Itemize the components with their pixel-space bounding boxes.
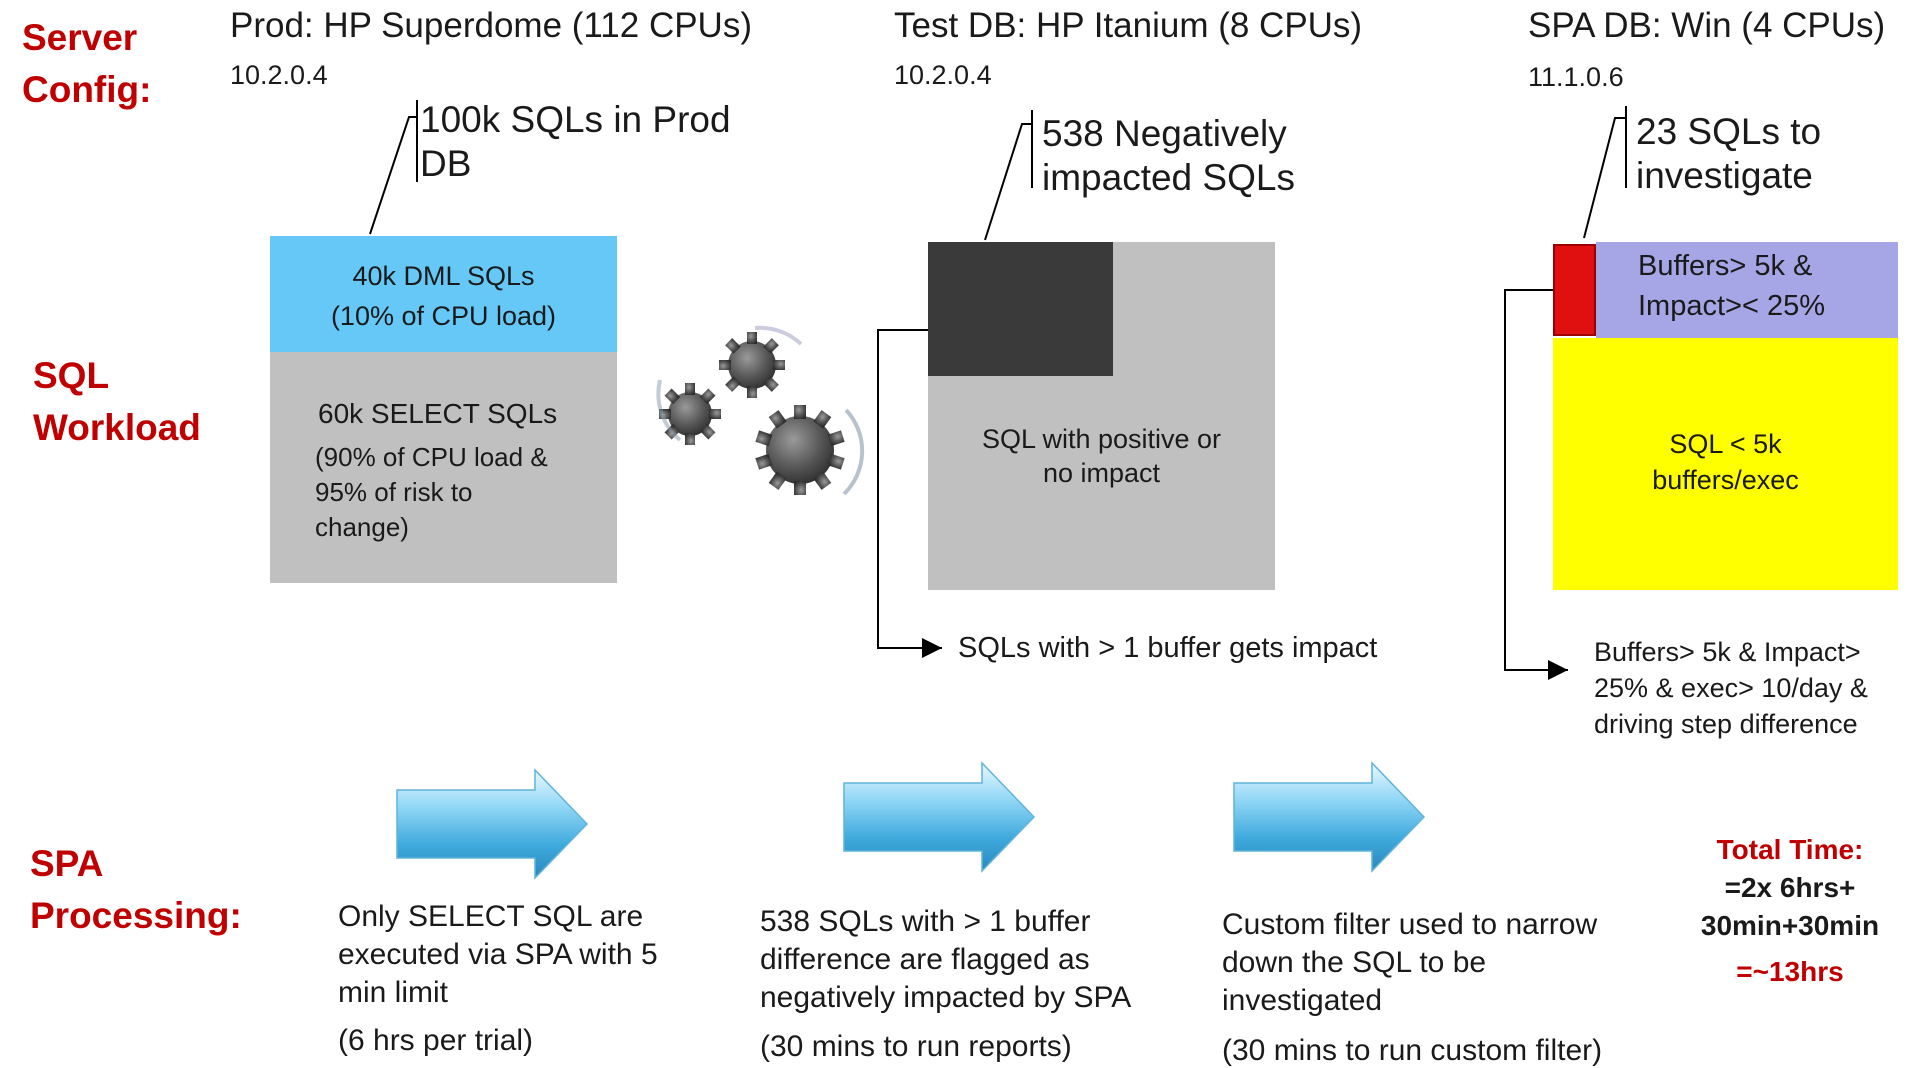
server-config-label: Server Config: (22, 17, 152, 110)
test-note-connector (877, 329, 942, 658)
select-sqls-detail: (90% of CPU load & 95% of risk to change… (315, 442, 548, 542)
select-sqls-box: 60k SELECT SQLs (90% of CPU load & 95% o… (270, 352, 617, 583)
total-time-label: Total Time: (1716, 834, 1864, 865)
spa-version: 11.1.0.6 (1528, 62, 1624, 92)
yellow-box-label: SQL < 5k buffers/exec (1652, 429, 1799, 495)
spa-note: Buffers> 5k & Impact> 25% & exec> 10/day… (1594, 637, 1868, 739)
total-time-line2: 30min+30min (1700, 910, 1880, 941)
test-callout-leader (984, 110, 1033, 241)
purple-box (1596, 242, 1898, 338)
large-gear-icon (755, 405, 865, 496)
processing-step-2-text: 538 SQLs with > 1 buffer difference are … (760, 905, 1132, 1014)
processing-step-3-time: (30 mins to run custom filter) (1222, 1034, 1603, 1067)
select-sqls-title: 60k SELECT SQLs (318, 398, 558, 429)
test-callout: 538 Negatively impacted SQLs (1042, 113, 1295, 198)
gears-icon (656, 325, 865, 496)
spa-note-connector (1504, 289, 1568, 680)
red-investigate-bar (1553, 244, 1596, 336)
purple-box-label: Buffers> 5k & Impact>< 25% (1638, 250, 1825, 322)
processing-step-2-time: (30 mins to run reports) (760, 1030, 1072, 1063)
yellow-box (1553, 338, 1898, 590)
prod-callout-leader (369, 100, 418, 235)
top-gear-icon (719, 332, 785, 398)
spa-server-title: SPA DB: Win (4 CPUs) (1528, 6, 1886, 45)
spa-callout: 23 SQLs to investigate (1636, 111, 1822, 196)
processing-step-1-text: Only SELECT SQL are executed via SPA wit… (338, 900, 658, 1009)
test-server-title: Test DB: HP Itanium (8 CPUs) (894, 6, 1363, 45)
right-arrow-icon (396, 768, 589, 880)
test-note: SQLs with > 1 buffer gets impact (958, 632, 1378, 664)
prod-callout: 100k SQLs in Prod DB (420, 99, 731, 184)
prod-server-title: Prod: HP Superdome (112 CPUs) (230, 6, 752, 45)
positive-impact-label: SQL with positive or no impact (981, 424, 1222, 488)
right-arrow-icon (843, 761, 1036, 873)
dml-sqls-box: 40k DML SQLs (10% of CPU load) (270, 236, 617, 352)
sql-workload-label: SQL Workload (33, 355, 201, 448)
processing-step-3-text: Custom filter used to narrow down the SQ… (1222, 908, 1598, 1017)
small-gear-icon (659, 383, 721, 445)
spa-processing-label: SPA Processing: (30, 843, 242, 936)
spa-callout-leader (1583, 106, 1627, 239)
test-version: 10.2.0.4 (894, 60, 992, 90)
processing-step-1-time: (6 hrs per trial) (338, 1024, 534, 1057)
prod-version: 10.2.0.4 (230, 60, 328, 90)
right-arrow-icon (1233, 761, 1426, 873)
total-time-line1: =2x 6hrs+ (1724, 872, 1856, 903)
total-time-result: =~13hrs (1736, 956, 1844, 987)
negatively-impacted-block (928, 242, 1113, 376)
